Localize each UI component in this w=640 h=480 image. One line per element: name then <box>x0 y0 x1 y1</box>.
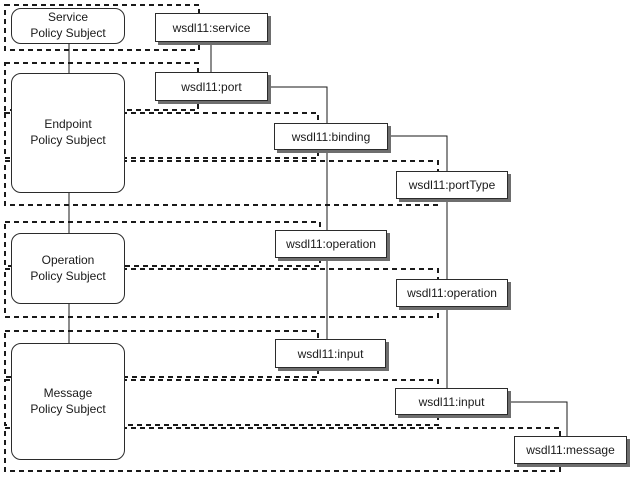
wsdl11-binding-box: wsdl11:binding <box>274 123 388 150</box>
endpoint-policy-subject: Endpoint Policy Subject <box>11 73 125 193</box>
wsdl11-port-box: wsdl11:port <box>155 72 268 101</box>
service-policy-subject: Service Policy Subject <box>11 8 125 44</box>
wsdl11-service-box: wsdl11:service <box>155 13 268 42</box>
wsdl11-porttype-operation-box: wsdl11:operation <box>396 279 508 307</box>
wsdl11-porttype-box: wsdl11:portType <box>396 171 508 199</box>
wsdl11-message-box: wsdl11:message <box>514 436 627 464</box>
operation-policy-subject: Operation Policy Subject <box>11 233 125 304</box>
message-scope-porttype-input-rect <box>4 379 439 426</box>
message-policy-subject: Message Policy Subject <box>11 343 125 460</box>
wsdl11-binding-operation-box: wsdl11:operation <box>275 230 387 258</box>
input-message-link <box>508 401 568 436</box>
operation-scope-porttype-rect <box>4 268 439 318</box>
wsdl11-porttype-input-box: wsdl11:input <box>395 388 508 415</box>
wsdl11-binding-input-box: wsdl11:input <box>275 339 386 368</box>
